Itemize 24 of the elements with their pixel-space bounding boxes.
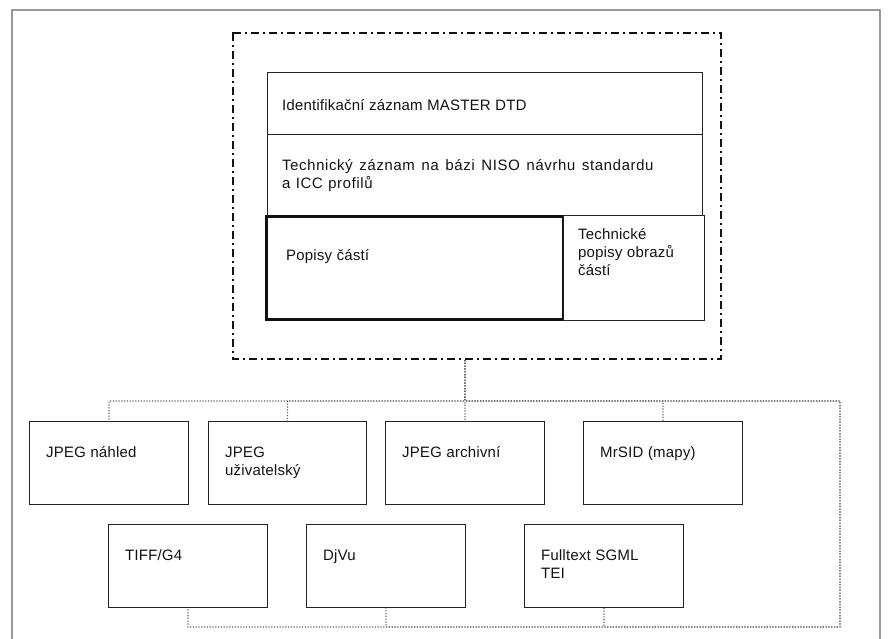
box-label: JPEG uživatelský (225, 444, 302, 480)
format-box (29, 421, 189, 505)
box-label: DjVu (323, 547, 357, 565)
format-box (208, 421, 367, 505)
format-box (583, 421, 743, 505)
box-label: Fulltext SGML TEI (541, 547, 640, 583)
box-label: JPEG archivní (402, 444, 502, 462)
box-label: Identifikační záznam MASTER DTD (282, 97, 528, 115)
box-label: Technický záznam na bázi NISO návrhu standardu a ICC profilů (282, 157, 654, 193)
format-box (524, 524, 684, 608)
record-section (563, 215, 705, 321)
record-section (265, 215, 565, 321)
box-label: Technické popisy obrazů částí (578, 226, 675, 280)
container-box (232, 32, 722, 360)
format-box (385, 421, 545, 505)
box-label: TIFF/G4 (125, 547, 184, 565)
connector-line (464, 360, 841, 628)
record-section (267, 134, 703, 216)
box-label: MrSID (mapy) (600, 444, 697, 462)
record-section (267, 72, 703, 135)
box-label: Popisy částí (286, 247, 370, 265)
box-label: JPEG náhled (46, 444, 138, 462)
format-box (306, 524, 466, 608)
format-box (108, 524, 268, 608)
